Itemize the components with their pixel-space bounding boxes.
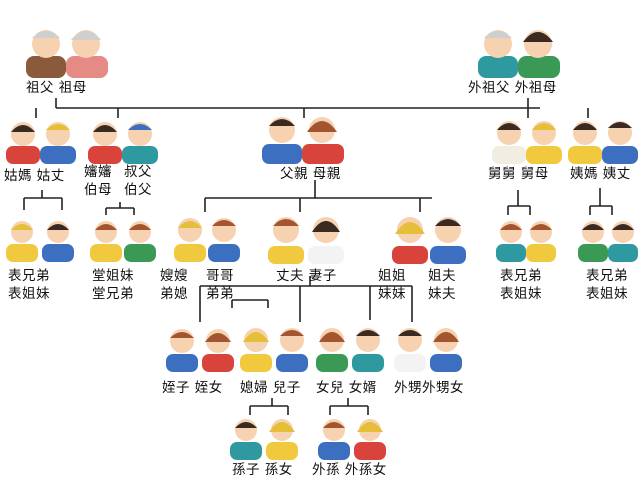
label-cousins-middle-2: 堂兄弟	[92, 286, 134, 302]
label-paternal-uncle-elder: 嬸嬸	[84, 164, 112, 180]
label-cousins-left-2: 表姐妹	[8, 286, 50, 302]
label-paternal-uncle-younger-2: 伯父	[124, 182, 152, 198]
label-cousins-right2-1: 表兄弟	[586, 268, 628, 284]
parents-illustration	[262, 117, 344, 164]
cousins-paternal-uncle-illustration	[90, 221, 156, 262]
label-brother-2: 弟弟	[206, 286, 234, 302]
grandchildren-illustration	[230, 419, 298, 460]
label-grandparents-paternal: 祖父 祖母	[26, 80, 87, 96]
label-son-couple: 媳婦 兒子	[240, 380, 301, 396]
cousins-maternal-uncle-illustration	[496, 221, 556, 262]
label-paternal-uncle-younger: 叔父	[124, 164, 152, 180]
label-paternal-uncle-elder-2: 伯母	[84, 182, 112, 198]
label-sister-in-law-2: 弟媳	[160, 286, 188, 302]
label-cousins-right1-2: 表姐妹	[500, 286, 542, 302]
paternal-uncles-illustration	[88, 122, 158, 164]
self-couple-illustration	[268, 217, 344, 264]
cousins-paternal-aunt-illustration	[6, 221, 74, 262]
paternal-aunt-couple-illustration	[6, 122, 76, 164]
daughter-couple-illustration	[316, 328, 384, 372]
label-daughter-grandchildren: 外孫 外孫女	[312, 462, 387, 478]
siblings-brother-couple-illustration	[174, 218, 240, 262]
cousins-maternal-aunt-illustration	[578, 221, 638, 262]
label-sister-in-law-1: 嫂嫂	[160, 268, 188, 284]
label-grandparents-maternal: 外祖父 外祖母	[468, 80, 557, 96]
label-paternal-aunt: 姑媽 姑丈	[4, 168, 65, 184]
label-sister-children: 外甥外甥女	[394, 380, 464, 396]
sister-children-illustration	[394, 328, 462, 372]
label-sister-1: 姐姐	[378, 268, 406, 284]
label-grandchildren: 孫子 孫女	[232, 462, 293, 478]
label-brother-1: 哥哥	[206, 268, 234, 284]
label-cousins-middle-1: 堂姐妹	[92, 268, 134, 284]
grandparents-paternal-illustration	[26, 30, 108, 78]
son-couple-illustration	[240, 328, 308, 372]
maternal-uncle-couple-illustration	[492, 121, 562, 164]
label-sister-husband-1: 姐夫	[428, 268, 456, 284]
daughter-grandchildren-illustration	[318, 419, 386, 460]
nephew-niece-illustration	[166, 329, 234, 372]
label-maternal-uncle: 舅舅 舅母	[488, 166, 549, 182]
label-maternal-aunt: 姨媽 姨丈	[570, 166, 631, 182]
label-cousins-right1-1: 表兄弟	[500, 268, 542, 284]
grandparents-maternal-illustration	[478, 30, 560, 78]
label-parents: 父親 母親	[280, 166, 341, 182]
label-cousins-left-1: 表兄弟	[8, 268, 50, 284]
label-daughter-couple: 女兒 女婿	[316, 380, 377, 396]
label-nephew-niece: 姪子 姪女	[162, 380, 223, 396]
siblings-sister-couple-illustration	[392, 217, 466, 264]
maternal-aunt-couple-illustration	[568, 121, 638, 164]
label-sister-husband-2: 妹夫	[428, 286, 456, 302]
label-cousins-right2-2: 表姐妹	[586, 286, 628, 302]
label-self-couple: 丈夫 妻子	[276, 268, 337, 284]
label-sister-2: 妹妹	[378, 286, 406, 302]
